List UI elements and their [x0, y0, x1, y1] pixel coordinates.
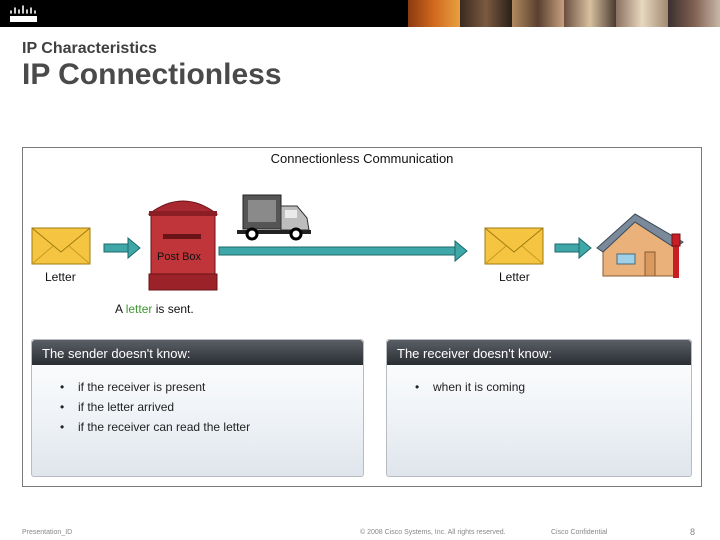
receiver-panel-heading: The receiver doesn't know: [387, 340, 691, 365]
arrow-letter-to-house-icon [554, 236, 592, 260]
presentation-id: Presentation_ID [22, 529, 73, 536]
top-banner [0, 0, 720, 27]
receiver-panel: The receiver doesn't know: when it is co… [386, 339, 692, 477]
list-item: if the receiver can read the letter [32, 420, 363, 440]
diagram-artwork [31, 194, 684, 291]
post-box-icon [147, 200, 219, 291]
sender-panel-heading: The sender doesn't know: [32, 340, 363, 365]
house-icon [596, 213, 684, 278]
post-box-label: Post Box [157, 251, 202, 263]
header-photo-strip [408, 0, 720, 27]
section-label: IP Characteristics [22, 40, 157, 57]
letter-right-label: Letter [499, 270, 530, 284]
list-item: if the letter arrived [32, 400, 363, 420]
list-item: if the receiver is present [32, 380, 363, 400]
confidential-label: Cisco Confidential [551, 529, 608, 536]
diagram-title: Connectionless Communication [270, 151, 454, 166]
sender-list: if the receiver is present if the letter… [32, 380, 363, 440]
arrow-postbox-to-letter-icon [218, 239, 468, 263]
receiver-list: when it is coming [387, 380, 691, 400]
connectionless-diagram: Connectionless Communication [22, 147, 702, 487]
copyright-notice: © 2008 Cisco Systems, Inc. All rights re… [360, 529, 506, 536]
envelope-right-icon [484, 227, 544, 265]
list-item: when it is coming [387, 380, 691, 400]
page-title: IP Connectionless [22, 58, 282, 91]
sender-panel: The sender doesn't know: if the receiver… [31, 339, 364, 477]
letter-sent-caption: A letter is sent. [115, 302, 194, 316]
envelope-left-icon [31, 227, 91, 265]
letter-highlight: letter [125, 302, 153, 316]
letter-left-label: Letter [45, 270, 76, 284]
cisco-logo-icon [10, 5, 37, 22]
arrow-letter-to-postbox-icon [103, 236, 141, 260]
page-number: 8 [690, 527, 696, 537]
truck-icon [237, 194, 311, 241]
